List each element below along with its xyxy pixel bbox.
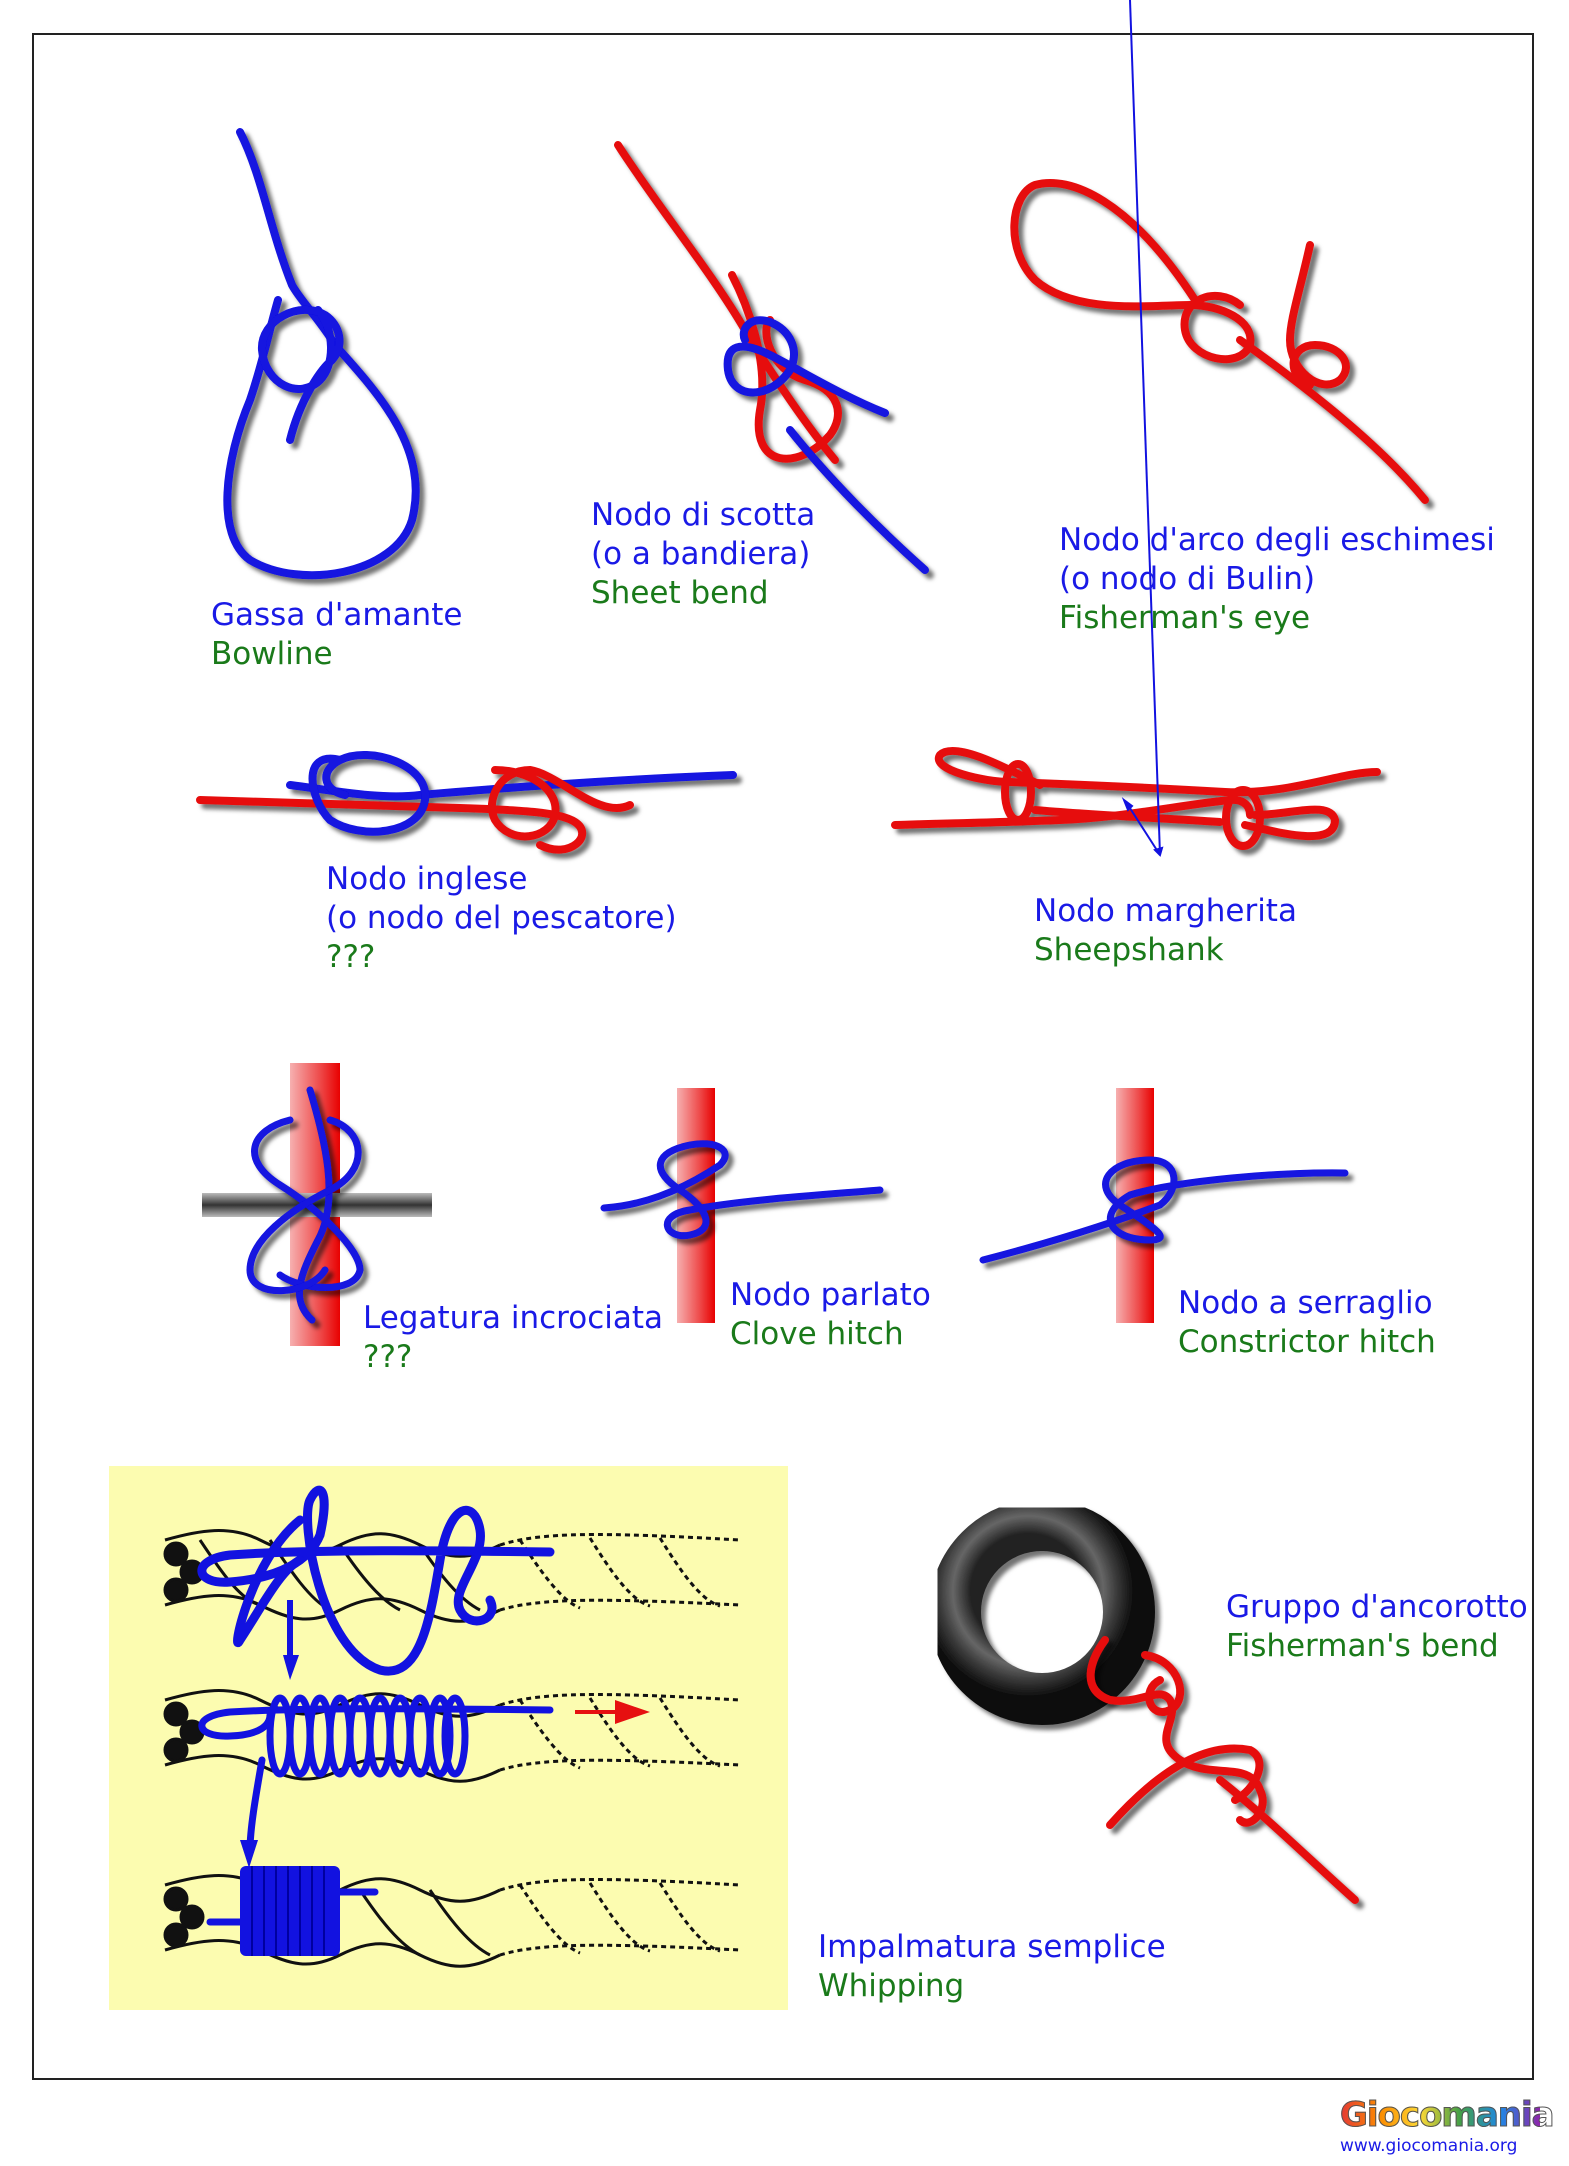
english-knot-label: Nodo inglese (o nodo del pescatore) ??? xyxy=(326,860,677,977)
bowline-label: Gassa d'amante Bowline xyxy=(211,596,462,674)
sheepshank-label: Nodo margherita Sheepshank xyxy=(1034,892,1297,970)
cross-lashing-label: Legatura incrociata ??? xyxy=(363,1299,663,1377)
fishermans-bend-name-it: Gruppo d'ancorotto xyxy=(1226,1589,1528,1625)
giocomania-logo[interactable]: Giocomania www.giocomania.org xyxy=(1340,2095,1556,2157)
fishermans-bend-knot xyxy=(929,1499,1359,1904)
sheepshank-name-it: Nodo margherita xyxy=(1034,893,1297,929)
sheet-bend-name-it: Nodo di scotta xyxy=(591,497,816,533)
fishermans-bend-name-en: Fisherman's bend xyxy=(1226,1628,1499,1664)
logo-wordmark: Giocomania xyxy=(1340,2095,1556,2135)
sheet-bend-label: Nodo di scotta (o a bandiera) Sheet bend xyxy=(591,496,815,613)
sheepshank-arrow xyxy=(1121,0,1164,857)
constrictor-hitch-name-it: Nodo a serraglio xyxy=(1178,1285,1433,1321)
english-knot-name-it-alt: (o nodo del pescatore) xyxy=(326,900,677,936)
bowline-knot xyxy=(223,128,420,580)
fishermans-eye-label: Nodo d'arco degli eschimesi (o nodo di B… xyxy=(1059,521,1495,638)
english-knot xyxy=(196,751,737,854)
arrow-down-2 xyxy=(240,1840,258,1868)
fishermans-bend-label: Gruppo d'ancorotto Fisherman's bend xyxy=(1226,1588,1528,1666)
constrictor-hitch-name-en: Constrictor hitch xyxy=(1178,1324,1436,1360)
clove-hitch-label: Nodo parlato Clove hitch xyxy=(730,1276,931,1354)
whipping-rope-2 xyxy=(163,1689,741,1783)
english-knot-name-it: Nodo inglese xyxy=(326,861,528,897)
fishermans-eye-name-it-alt: (o nodo di Bulin) xyxy=(1059,561,1316,597)
sheet-bend-name-it-alt: (o a bandiera) xyxy=(591,536,811,572)
cross-lashing-name-it: Legatura incrociata xyxy=(363,1300,664,1336)
sheepshank-name-en: Sheepshank xyxy=(1034,932,1224,968)
whipping-name-it: Impalmatura semplice xyxy=(818,1929,1166,1965)
bowline-name-it: Gassa d'amante xyxy=(211,597,463,633)
cross-lashing-knot xyxy=(202,1063,432,1346)
clove-hitch-name-en: Clove hitch xyxy=(730,1316,904,1352)
whipping-name-en: Whipping xyxy=(818,1968,965,2004)
clove-hitch-name-it: Nodo parlato xyxy=(730,1277,931,1313)
logo-url[interactable]: www.giocomania.org xyxy=(1340,2136,1518,2156)
clove-hitch-knot xyxy=(600,1088,884,1323)
whipping-panel xyxy=(109,1466,788,2010)
fishermans-eye-knot xyxy=(1010,178,1429,504)
sheepshank-knot xyxy=(891,746,1381,850)
sheet-bend-knot xyxy=(614,141,929,574)
fishermans-eye-name-en: Fisherman's eye xyxy=(1059,600,1311,636)
cross-lashing-name-en: ??? xyxy=(363,1339,413,1375)
whipping-label: Impalmatura semplice Whipping xyxy=(818,1928,1166,2006)
constrictor-hitch-label: Nodo a serraglio Constrictor hitch xyxy=(1178,1284,1436,1362)
arrow-down-1 xyxy=(283,1655,299,1680)
constrictor-hitch-knot xyxy=(979,1088,1349,1323)
english-knot-name-en: ??? xyxy=(326,939,376,975)
fishermans-eye-name-it: Nodo d'arco degli eschimesi xyxy=(1059,522,1495,558)
sheet-bend-name-en: Sheet bend xyxy=(591,575,769,611)
anchor-ring xyxy=(929,1499,1155,1725)
bowline-name-en: Bowline xyxy=(211,636,333,672)
